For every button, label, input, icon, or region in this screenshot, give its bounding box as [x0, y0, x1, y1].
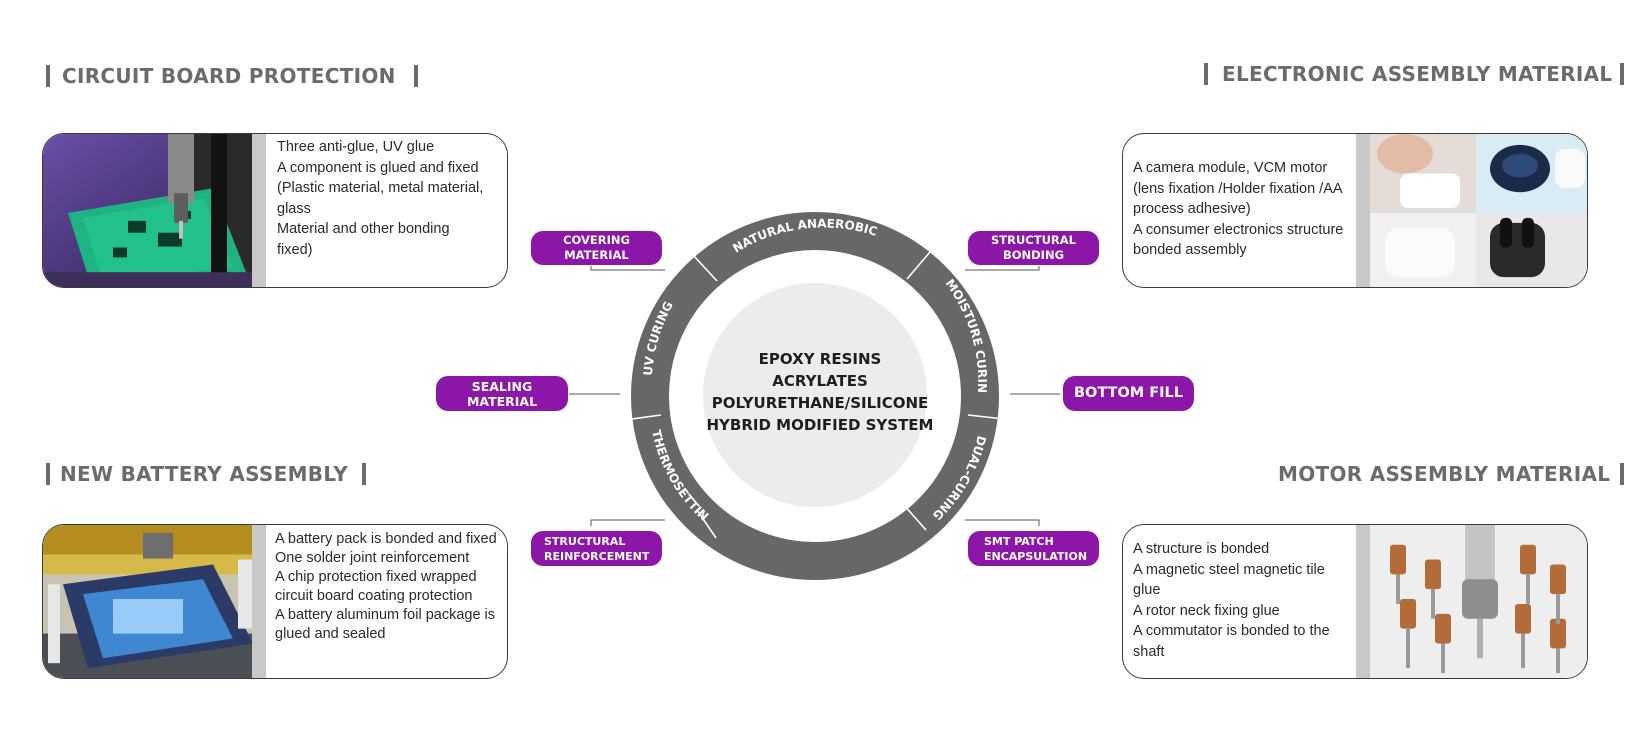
desc-line: A chip protection fixed wrapped: [275, 569, 477, 585]
card-divider-strip: [252, 525, 266, 678]
pill-label: COVERING MATERIAL: [563, 233, 630, 262]
heading-bar: [1204, 63, 1208, 85]
battery-assembly-photo: [43, 525, 262, 678]
ring-dividers: [624, 251, 1005, 539]
card-divider-strip: [1356, 134, 1370, 287]
desc-line: fixed): [277, 241, 313, 258]
card-circuit-board-protection: Three anti-glue, UV glue A component is …: [42, 133, 508, 288]
card-description: A structure is bonded A magnetic steel m…: [1133, 539, 1348, 662]
pill-label-line: ENCAPSULATION: [984, 549, 1088, 563]
heading-circuit-board-protection: CIRCUIT BOARD PROTECTION: [46, 64, 418, 88]
heading-bar: [46, 65, 50, 87]
heading-motor-assembly-material: MOTOR ASSEMBLY MATERIAL: [1278, 462, 1625, 486]
pill-bottom-fill[interactable]: BOTTOM FILL: [1063, 376, 1194, 411]
desc-line: shaft: [1133, 643, 1165, 660]
desc-line: (Plastic material, metal material,: [277, 180, 484, 196]
desc-line: glass: [277, 200, 311, 217]
pill-smt-patch-encapsulation[interactable]: SMT PATCH ENCAPSULATION: [968, 531, 1099, 566]
pill-sealing-material[interactable]: SEALING MATERIAL: [436, 376, 568, 411]
desc-line: A magnetic steel magnetic tile: [1133, 561, 1325, 578]
center-line: EPOXY RESINS: [758, 350, 882, 368]
desc-line: circuit board coating protection: [275, 588, 473, 604]
desc-line: glue: [1133, 582, 1161, 598]
earbuds-photo: [1370, 134, 1587, 287]
heading-bar: [1620, 463, 1625, 485]
desc-line: Three anti-glue, UV glue: [277, 139, 435, 155]
heading-text: ELECTRONIC ASSEMBLY MATERIAL: [1222, 62, 1613, 86]
desc-line: A structure is bonded: [1133, 541, 1270, 557]
card-description: Three anti-glue, UV glue A component is …: [277, 137, 497, 260]
heading-text: NEW BATTERY ASSEMBLY: [60, 462, 349, 486]
center-line: HYBRID MODIFIED SYSTEM: [706, 416, 934, 434]
heading-text: MOTOR ASSEMBLY MATERIAL: [1278, 462, 1611, 486]
heading-bar: [362, 463, 367, 485]
desc-line: bonded assembly: [1133, 242, 1247, 258]
center-material-list: EPOXY RESINS ACRYLATES POLYURETHANE/SILI…: [695, 348, 945, 436]
heading-new-battery-assembly: NEW BATTERY ASSEMBLY: [46, 462, 367, 486]
desc-line: One solder joint reinforcement: [275, 550, 470, 566]
heading-bar: [1620, 63, 1625, 85]
desc-line: (lens fixation /Holder fixation /AA: [1133, 180, 1343, 197]
center-line: POLYURETHANE/SILICONE: [711, 394, 929, 412]
heading-text: CIRCUIT BOARD PROTECTION: [62, 64, 396, 88]
pill-label: SEALING MATERIAL: [466, 378, 538, 409]
desc-line: A rotor neck fixing glue: [1133, 602, 1280, 619]
card-description: A battery pack is bonded and fixed One s…: [275, 530, 500, 644]
pill-structural-reinforcement[interactable]: STRUCTURAL REINFORCEMENT: [531, 531, 662, 566]
heading-bar: [413, 65, 418, 87]
card-new-battery-assembly: A battery pack is bonded and fixed One s…: [42, 524, 508, 679]
desc-line: A camera module, VCM motor: [1133, 160, 1328, 176]
pill-covering-material[interactable]: COVERING MATERIAL: [531, 231, 662, 265]
card-description: A camera module, VCM motor (lens fixatio…: [1133, 158, 1348, 261]
center-line: ACRYLATES: [772, 372, 868, 390]
connector-lines: [569, 266, 1060, 526]
card-motor-assembly-material: A structure is bonded A magnetic steel m…: [1122, 524, 1588, 679]
desc-line: A commutator is bonded to the: [1133, 623, 1330, 639]
card-divider-strip: [252, 134, 266, 287]
circuit-board-photo: [43, 134, 262, 287]
curing-ring: [631, 212, 999, 580]
card-electronic-assembly-material: A camera module, VCM motor (lens fixatio…: [1122, 133, 1588, 288]
desc-line: A battery aluminum foil package is: [275, 607, 496, 623]
heading-bar: [46, 463, 50, 485]
pill-label-line: SMT PATCH: [984, 534, 1054, 548]
heading-electronic-assembly-material: ELECTRONIC ASSEMBLY MATERIAL: [1204, 62, 1625, 86]
pill-label: STRUCTURAL BONDING: [990, 233, 1077, 262]
desc-line: A battery pack is bonded and fixed: [275, 531, 497, 547]
desc-line: A component is glued and fixed: [277, 159, 479, 176]
center-disk: [703, 283, 927, 507]
pill-label-line: STRUCTURAL: [544, 534, 626, 548]
pill-label: BOTTOM FILL: [1073, 385, 1184, 401]
motor-rotors-photo: [1370, 525, 1587, 678]
pill-label-line: REINFORCEMENT: [544, 549, 650, 563]
card-divider-strip: [1356, 525, 1370, 678]
desc-line: glued and sealed: [275, 626, 386, 642]
desc-line: A consumer electronics structure: [1133, 221, 1344, 238]
pill-structural-bonding[interactable]: STRUCTURAL BONDING: [968, 231, 1099, 265]
desc-line: Material and other bonding: [277, 221, 450, 237]
desc-line: process adhesive): [1133, 201, 1251, 217]
